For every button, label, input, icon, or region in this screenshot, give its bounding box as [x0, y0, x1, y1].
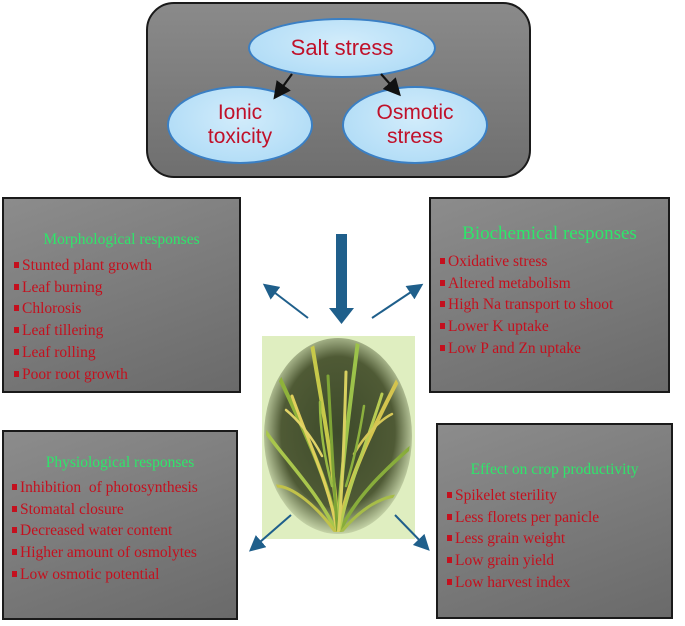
bullet-icon	[447, 578, 452, 585]
list-item: Leaf burning	[14, 277, 152, 299]
list-item: Inhibition of photosynthesis	[12, 477, 198, 499]
bullet-icon	[14, 370, 19, 377]
list-item: Spikelet sterility	[447, 485, 599, 507]
item-text: Higher amount of osmolytes	[20, 544, 197, 562]
item-text: Lower K uptake	[448, 318, 549, 336]
list-item: Stunted plant growth	[14, 255, 152, 277]
morphological-title: Morphological responses	[43, 231, 200, 248]
item-text: Chlorosis	[22, 300, 82, 318]
bullet-icon	[12, 549, 17, 556]
salt-stress-label: Salt stress	[290, 35, 394, 61]
crop-productivity-panel: Effect on crop productivity Spikelet ste…	[436, 423, 673, 619]
list-item: Lower K uptake	[440, 316, 613, 338]
list-item: Less grain weight	[447, 528, 599, 550]
osmotic-line2: stress	[386, 125, 443, 148]
bullet-icon	[447, 535, 452, 542]
item-text: Oxidative stress	[448, 253, 548, 270]
item-text: Less florets per panicle	[455, 508, 600, 526]
item-text: Altered metabolism	[448, 274, 571, 292]
bullet-icon	[12, 570, 17, 577]
item-text: Low grain yield	[455, 552, 555, 570]
bullet-icon	[440, 279, 445, 286]
productivity-title: Effect on crop productivity	[470, 461, 639, 478]
item-text: Leaf burning	[22, 278, 103, 296]
list-item: High Na transport to shoot	[440, 294, 613, 316]
morphological-responses-panel: Morphological responses Stunted plant gr…	[2, 197, 241, 393]
item-text: High Na transport to shoot	[448, 296, 614, 314]
physiological-list: Inhibition of photosynthesis Stomatal cl…	[12, 477, 198, 586]
list-item: Higher amount of osmolytes	[12, 542, 198, 564]
down-arrow-shaft	[336, 234, 347, 310]
item-text: Spikelet sterility	[455, 487, 558, 504]
bullet-icon	[14, 305, 19, 312]
item-text: Low harvest index	[455, 573, 571, 591]
arrow-to-morphological	[262, 283, 309, 319]
bullet-icon	[447, 513, 452, 520]
ionic-toxicity-label: Ionic toxicity	[208, 101, 272, 149]
bullet-icon	[440, 258, 445, 264]
item-text: Low osmotic potential	[20, 565, 160, 583]
item-text: Decreased water content	[20, 522, 173, 540]
bullet-icon	[14, 283, 19, 290]
item-text: Inhibition of photosynthesis	[20, 479, 198, 496]
list-item: Poor root growth	[14, 364, 152, 386]
osmotic-stress-node: Osmotic stress	[342, 86, 488, 164]
morphological-list: Stunted plant growth Leaf burning Chloro…	[14, 255, 152, 385]
bullet-icon	[12, 527, 17, 534]
osmotic-stress-label: Osmotic stress	[376, 101, 453, 149]
rice-plant-image	[264, 338, 412, 534]
biochemical-list: Oxidative stress Altered metabolism High…	[440, 251, 613, 360]
rice-plant-photo	[262, 336, 415, 539]
down-arrow-head	[329, 308, 354, 324]
osmotic-line1: Osmotic	[376, 100, 454, 124]
bullet-icon	[14, 262, 19, 268]
list-item: Decreased water content	[12, 520, 198, 542]
bullet-icon	[440, 344, 445, 351]
bullet-icon	[447, 557, 452, 564]
list-item: Leaf rolling	[14, 342, 152, 364]
item-text: Stunted plant growth	[22, 257, 153, 274]
item-text: Leaf rolling	[22, 343, 96, 361]
bullet-icon	[14, 348, 19, 355]
bullet-icon	[14, 327, 19, 334]
list-item: Low osmotic potential	[12, 564, 198, 586]
list-item: Stomatal closure	[12, 499, 198, 521]
bullet-icon	[447, 492, 452, 498]
list-item: Oxidative stress	[440, 251, 613, 273]
list-item: Low harvest index	[447, 572, 599, 594]
item-text: Poor root growth	[22, 365, 128, 383]
list-item: Leaf tillering	[14, 320, 152, 342]
ionic-line1: Ionic	[217, 100, 263, 124]
list-item: Altered metabolism	[440, 273, 613, 295]
bullet-icon	[440, 323, 445, 330]
item-text: Less grain weight	[455, 530, 566, 548]
ionic-line2: toxicity	[207, 125, 273, 148]
list-item: Less florets per panicle	[447, 507, 599, 529]
list-item: Chlorosis	[14, 298, 152, 320]
biochemical-responses-panel: Biochemical responses Oxidative stress A…	[429, 197, 670, 393]
item-text: Leaf tillering	[22, 322, 104, 340]
list-item: Low grain yield	[447, 550, 599, 572]
physiological-responses-panel: Physiological responses Inhibition of ph…	[2, 430, 238, 620]
bullet-icon	[440, 301, 445, 308]
biochemical-title: Biochemical responses	[462, 223, 637, 244]
ionic-toxicity-node: Ionic toxicity	[167, 86, 313, 164]
salt-stress-node: Salt stress	[248, 18, 436, 78]
item-text: Stomatal closure	[20, 500, 124, 518]
physiological-title: Physiological responses	[45, 454, 195, 471]
item-text: Low P and Zn uptake	[448, 339, 581, 357]
bullet-icon	[12, 505, 17, 512]
productivity-list: Spikelet sterility Less florets per pani…	[447, 485, 599, 594]
bullet-icon	[12, 484, 17, 490]
list-item: Low P and Zn uptake	[440, 338, 613, 360]
arrow-to-biochemical	[371, 283, 424, 319]
